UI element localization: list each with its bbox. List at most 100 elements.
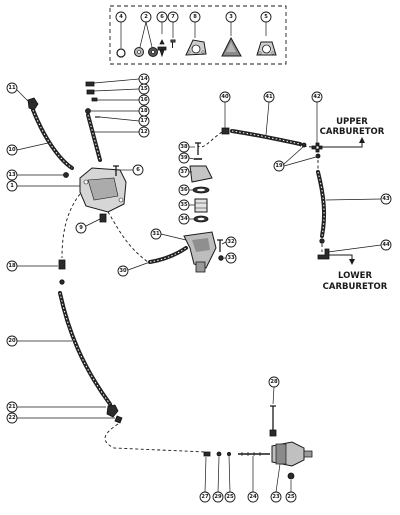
callout-1: 1: [6, 180, 18, 192]
svg-text:36: 36: [180, 187, 188, 193]
gasket-kit-inset: 4 2 6 7 8 3 5: [109, 5, 287, 65]
callout-inset-5: 5: [260, 11, 272, 23]
callout-36: 36: [178, 184, 190, 196]
callout-32: 32: [225, 236, 237, 248]
callout-25-left: 25: [224, 491, 236, 503]
svg-text:40: 40: [221, 94, 229, 100]
screw-icon: [170, 39, 176, 48]
svg-text:15: 15: [140, 86, 148, 92]
svg-text:34: 34: [180, 216, 188, 222]
svg-text:39: 39: [180, 155, 188, 161]
callout-39: 39: [178, 152, 190, 164]
callout-11: 11: [6, 82, 18, 94]
svg-text:38: 38: [180, 144, 188, 150]
callout-12-hose: 12: [138, 126, 150, 138]
filter-cover-icon: [189, 165, 213, 183]
fuel-line-path: [197, 131, 223, 148]
fuel-line-path: [61, 193, 81, 259]
svg-text:32: 32: [227, 239, 235, 245]
callout-24: 24: [247, 491, 259, 503]
callout-22: 22: [6, 412, 18, 424]
callout-9: 9: [75, 222, 87, 234]
callout-inset-8: 8: [189, 11, 201, 23]
fuel-line-path: [107, 211, 149, 263]
fuel-filter-assembly: [148, 142, 224, 273]
fuel-line-path: [27, 99, 35, 104]
svg-text:10: 10: [8, 147, 16, 153]
callout-35: 35: [178, 199, 190, 211]
svg-text:25: 25: [226, 494, 234, 500]
callout-16: 16: [138, 94, 150, 106]
svg-text:11: 11: [8, 85, 16, 91]
svg-text:16: 16: [140, 97, 148, 103]
upper-carburetor-label: UPPER: [336, 117, 368, 127]
callout-21: 21: [6, 401, 18, 413]
svg-text:25: 25: [287, 494, 295, 500]
svg-text:4: 4: [119, 14, 123, 20]
o-ring-icon: [116, 48, 126, 58]
svg-text:17: 17: [140, 118, 148, 124]
svg-text:6: 6: [160, 14, 164, 20]
svg-text:6: 6: [136, 167, 140, 173]
svg-text:13: 13: [8, 172, 16, 178]
svg-text:18: 18: [8, 263, 16, 269]
fuel-line-path: [299, 145, 313, 148]
svg-text:37: 37: [180, 169, 188, 175]
svg-text:31: 31: [152, 231, 160, 237]
svg-text:3: 3: [229, 14, 233, 20]
callout-27: 27: [199, 491, 211, 503]
callout-38: 38: [178, 141, 190, 153]
callout-42: 42: [311, 91, 323, 103]
callout-15: 15: [138, 83, 150, 95]
svg-text:44: 44: [382, 242, 390, 248]
callout-18-lower: 18: [6, 260, 18, 272]
callout-inset-6: 6: [156, 11, 168, 23]
callout-19: 19: [273, 160, 285, 172]
fuel-pump-assembly: [27, 81, 127, 223]
svg-text:27: 27: [201, 494, 209, 500]
svg-text:18: 18: [140, 108, 148, 114]
svg-text:29: 29: [214, 494, 222, 500]
callout-29: 29: [212, 491, 224, 503]
fuel-inlet-hose: [58, 259, 123, 424]
callout-17: 17: [138, 115, 150, 127]
svg-text:35: 35: [180, 202, 188, 208]
svg-text:23: 23: [272, 494, 280, 500]
callout-10: 10: [6, 144, 18, 156]
svg-text:5: 5: [264, 14, 268, 20]
svg-text:33: 33: [227, 255, 235, 261]
svg-text:12: 12: [140, 129, 148, 135]
callout-inset-2: 2: [140, 11, 152, 23]
svg-text:42: 42: [313, 94, 321, 100]
callout-30: 30: [117, 265, 129, 277]
check-valve-icon: [157, 39, 167, 58]
fuel-line-path: [104, 423, 207, 453]
svg-text:19: 19: [275, 163, 283, 169]
callout-18-upper: 18: [138, 105, 150, 117]
lower-carburetor-label: CARBURETOR: [323, 282, 388, 292]
callout-41: 41: [263, 91, 275, 103]
lower-carburetor-label: LOWER: [338, 271, 373, 281]
callout-43: 43: [380, 193, 392, 205]
carburetor-hoses: [221, 127, 330, 260]
callout-inset-4: 4: [115, 11, 127, 23]
callout-inset-3: 3: [225, 11, 237, 23]
svg-text:30: 30: [119, 268, 127, 274]
callout-13: 13: [6, 169, 18, 181]
callout-31: 31: [150, 228, 162, 240]
callout-25-right: 25: [285, 491, 297, 503]
svg-text:2: 2: [144, 14, 148, 20]
svg-text:1: 1: [10, 183, 14, 189]
svg-text:20: 20: [8, 338, 16, 344]
callout-44: 44: [380, 239, 392, 251]
fuel-filter-icon: [194, 198, 208, 213]
svg-text:21: 21: [8, 404, 16, 410]
callout-inset-7: 7: [167, 11, 179, 23]
callout-6: 6: [132, 164, 144, 176]
svg-text:7: 7: [171, 14, 175, 20]
callout-33: 33: [225, 252, 237, 264]
svg-text:24: 24: [249, 494, 257, 500]
svg-text:41: 41: [265, 94, 273, 100]
upper-carburetor-label: CARBURETOR: [320, 127, 385, 137]
